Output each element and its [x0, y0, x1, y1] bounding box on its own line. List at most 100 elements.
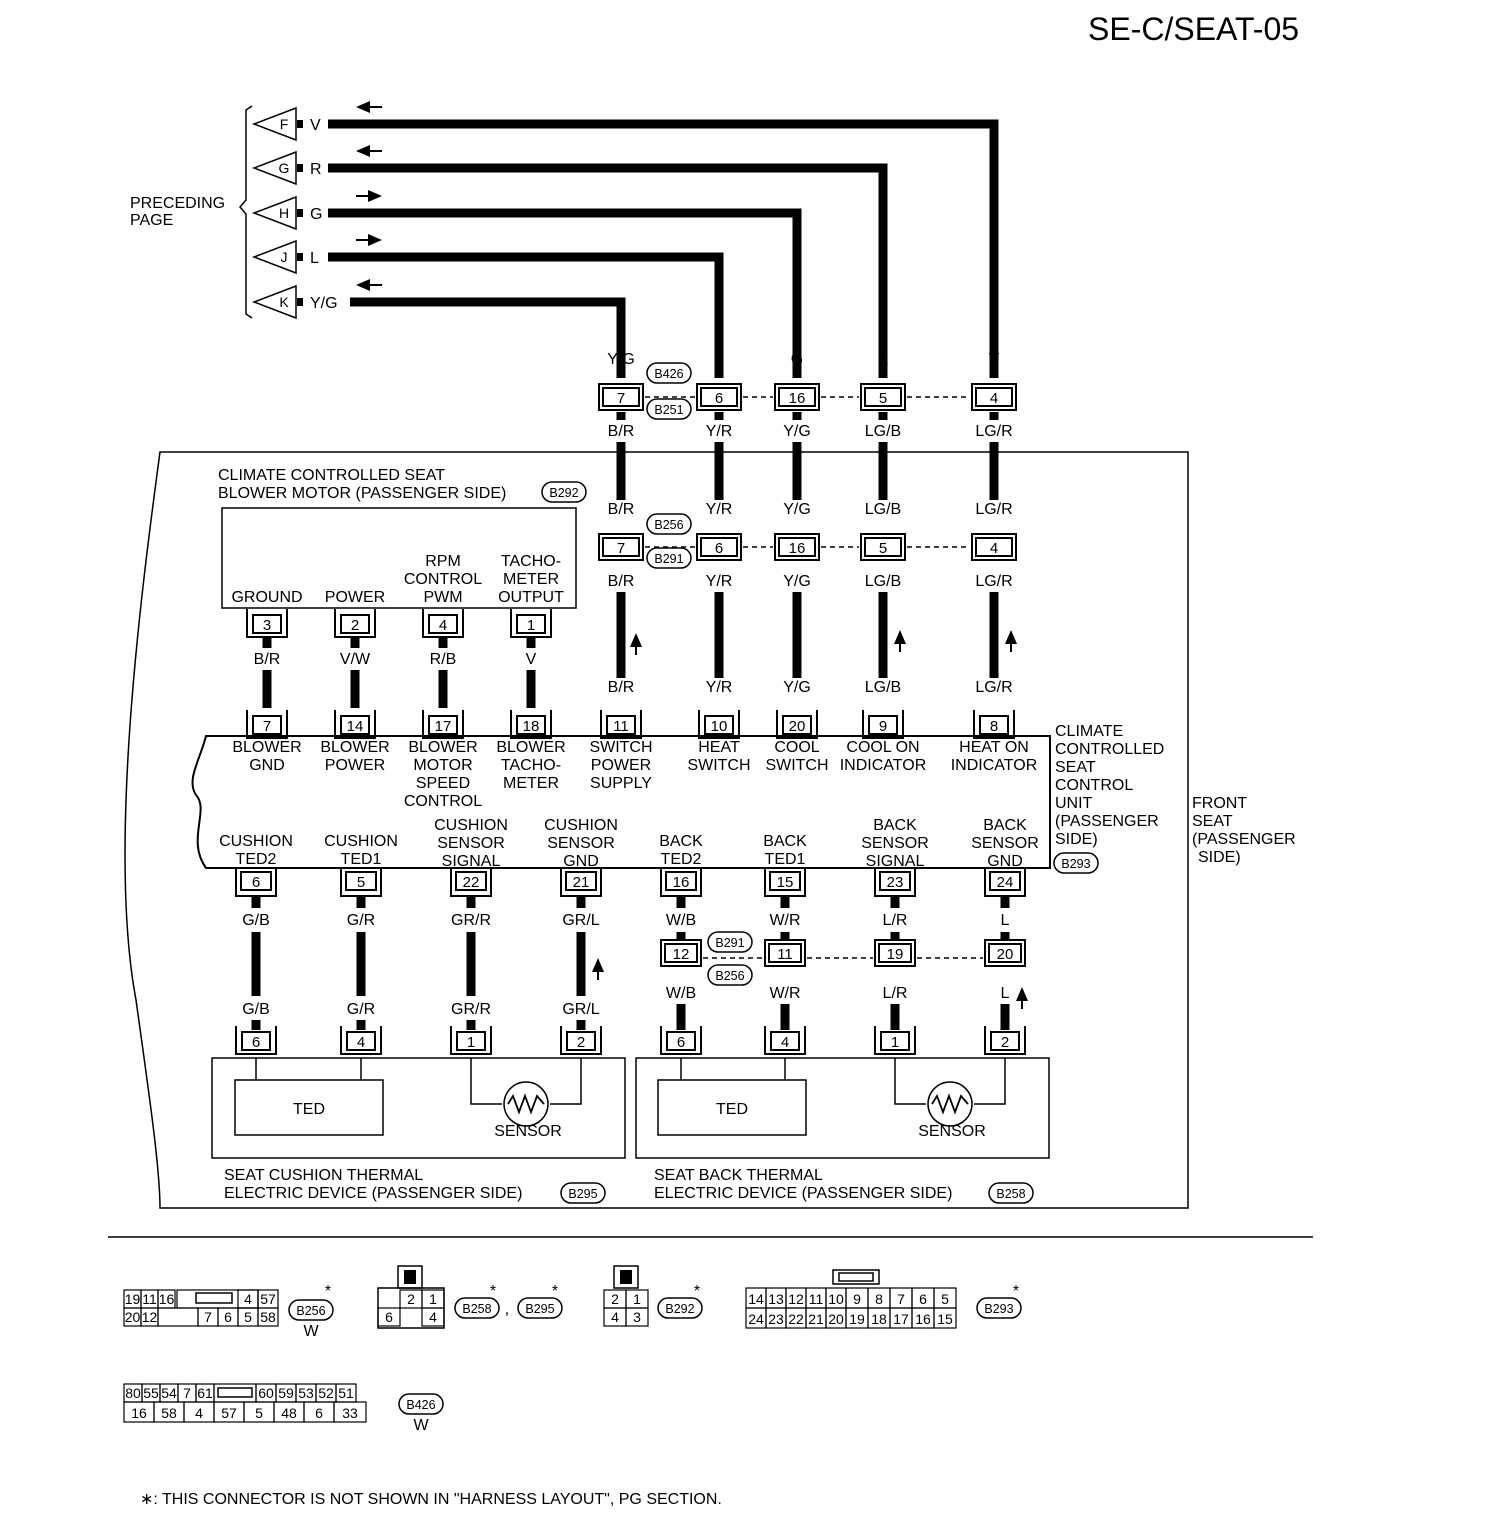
cu-top-label-3-0: BLOWER: [496, 739, 565, 756]
b293-r2-8-num: 16: [915, 1311, 931, 1327]
cu-top-label-6-1: SWITCH: [765, 757, 828, 774]
cushion-ted-label: TED: [293, 1101, 325, 1118]
b293-latch: [838, 1272, 874, 1282]
front-seat-line4: SIDE): [1198, 849, 1241, 866]
middle-joint-ref-1-text: B291: [654, 552, 683, 566]
upper-joint-top-4: V: [989, 351, 1000, 368]
b256-star: *: [325, 1283, 331, 1300]
upper-joint-ref-1-oval: [646, 398, 692, 420]
blower-term-3-shell: [510, 609, 552, 638]
cu-bot-label-4-0: BACK: [659, 833, 703, 850]
upper-joint-pin-3-housing: [860, 383, 906, 411]
back-pin-1-box: [770, 1031, 800, 1051]
upper-joint-pin-0-pin: 7: [617, 390, 625, 407]
cu-bot-wire-label-6: L/R: [883, 912, 908, 929]
cu-bot-label-1-0: CUSHION: [324, 833, 398, 850]
preceding-label-line2: PAGE: [130, 212, 173, 229]
cu-bot-label-6-1: SENSOR: [861, 835, 929, 852]
cushion-title-line2: ELECTRIC DEVICE (PASSENGER SIDE): [224, 1185, 522, 1202]
upper-joint-pin-2-pin: 16: [789, 390, 806, 407]
back-title-line2: ELECTRIC DEVICE (PASSENGER SIDE): [654, 1185, 952, 1202]
cu-top-term-4-box: [606, 715, 636, 735]
cushion-pin-1-box: [346, 1031, 376, 1051]
cu-title-line-4: UNIT: [1055, 795, 1093, 812]
preceding-arrow-3-head: [368, 234, 382, 246]
b292-r1-0-num: 2: [611, 1291, 619, 1307]
b293-r1-8-num: 6: [919, 1291, 927, 1307]
cushion-wire-label-0: G/B: [242, 1001, 270, 1018]
lower-joint-0-housing: [660, 939, 702, 967]
cu-bot-pin-5: 15: [777, 874, 794, 891]
preceding-color-4: Y/G: [310, 295, 338, 312]
b292-ref-oval: [657, 1297, 703, 1319]
cu-bot-wire-label-4: W/B: [666, 912, 696, 929]
cu-bot-box-0: [240, 871, 272, 891]
b258-r2-1-cell: [421, 1307, 445, 1327]
front-seat-line1: FRONT: [1192, 795, 1247, 812]
b293-r1-9-num: 5: [941, 1291, 949, 1307]
cu-top-term-1-pin: 14: [347, 718, 364, 735]
b295-ref-oval: [517, 1297, 563, 1319]
b426-ref-text: B426: [406, 1398, 435, 1412]
upper-joint-pin-0-box: [602, 387, 640, 407]
cu-feed-label-1: Y/R: [706, 679, 733, 696]
b292-latch: [620, 1270, 632, 1284]
b258-ref-oval: [454, 1297, 500, 1319]
lower-joint-2-pin: 19: [887, 946, 904, 963]
cu-bot-label-5-0: BACK: [763, 833, 807, 850]
middle-joint-bottom-0: B/R: [608, 573, 635, 590]
cu-top-term-0-box: [252, 715, 282, 735]
cu-top-term-7-box: [868, 715, 898, 735]
b426-color: W: [413, 1417, 429, 1434]
cu-ref-text: B293: [1061, 857, 1090, 871]
lower-joint-bottom-1: W/R: [769, 985, 800, 1002]
lower-joint-bottom-2: L/R: [883, 985, 908, 1002]
b426-r2-0-num: 16: [131, 1405, 147, 1421]
cu-top-term-0-pin: 7: [263, 718, 271, 735]
cu-top-term-3-box: [516, 715, 546, 735]
cu-title-line-3: CONTROL: [1055, 777, 1133, 794]
footnote: ∗: THIS CONNECTOR IS NOT SHOWN IN "HARNE…: [140, 1491, 722, 1508]
blower-ref-oval: [541, 481, 587, 503]
lower-joint-bottom-3: L: [1001, 985, 1010, 1002]
b258-r2-1-num: 4: [429, 1309, 437, 1325]
b256-ref-oval: [288, 1299, 334, 1321]
preceding-pin-2: [297, 209, 303, 217]
cu-bot-pin-0: 6: [252, 874, 260, 891]
lower-joint-2-box: [878, 943, 912, 963]
b256-r1-2-num: 16: [159, 1291, 175, 1307]
b426-r1-9-num: 51: [338, 1385, 354, 1401]
cushion-pin-3-pin: 2: [577, 1034, 585, 1051]
blower-term-3-pin: 1: [527, 617, 535, 634]
blower-term-label-0-0: GROUND: [231, 589, 302, 606]
back-box: [635, 1057, 1050, 1159]
upper-joint-bottom-4: LG/R: [975, 423, 1012, 440]
cushion-wire-label-1: G/R: [347, 1001, 375, 1018]
b256-ref-text: B256: [296, 1304, 325, 1318]
b293-r2-6-num: 18: [871, 1311, 887, 1327]
preceding-label-line1: PRECEDING: [130, 195, 225, 212]
control-unit-top-terminals: 7BLOWERGND14BLOWERPOWER17BLOWERMOTORSPEE…: [232, 710, 1037, 810]
blower-wire-label-2: R/B: [430, 651, 457, 668]
blower-wire-label-1: V/W: [340, 651, 371, 668]
b258-star: *: [490, 1283, 496, 1300]
upper-joint-top-1: L: [715, 351, 724, 368]
middle-joint-ref-0-text: B256: [654, 518, 683, 532]
preceding-letter-0: F: [280, 116, 289, 132]
b292-r2-1-num: 3: [633, 1309, 641, 1325]
blower-term-1-shell: [334, 609, 376, 638]
back-ted-box: [657, 1079, 807, 1136]
upper-joint-pin-4-box: [975, 387, 1013, 407]
back-pin-2-pin: 1: [891, 1034, 899, 1051]
preceding-pin-0: [297, 120, 303, 128]
cu-bot-box-6: [879, 871, 911, 891]
b426-r1-1-num: 55: [143, 1385, 159, 1401]
cushion-pin-1-shell: [340, 1026, 382, 1055]
blower-title-line1: CLIMATE CONTROLLED SEAT: [218, 467, 445, 484]
blower-term-2-pin: 4: [439, 617, 447, 634]
back-title-line1: SEAT BACK THERMAL: [654, 1167, 823, 1184]
b292-latch-frame: [613, 1265, 639, 1289]
